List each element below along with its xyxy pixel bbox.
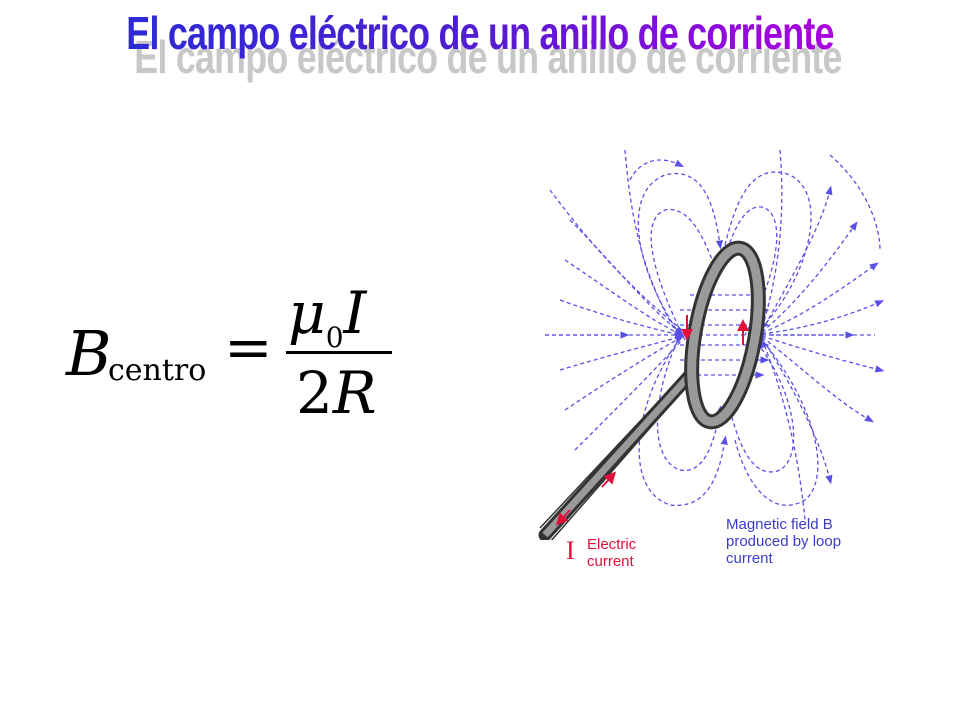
magnetic-field-label: Magnetic field B produced by loop curren… (726, 516, 842, 567)
formula-lhs-symbol: B (66, 317, 112, 390)
current-loop-diagram (538, 150, 885, 540)
slide-title-block: El campo eléctrico de un anillo de corri… (0, 6, 960, 96)
formula-current: I (343, 279, 367, 347)
b-center-formula: B centro = μ0I 2R (66, 279, 406, 435)
slide-title: El campo eléctrico de un anillo de corri… (106, 6, 855, 60)
formula-mu-subscript: 0 (325, 321, 344, 354)
formula-lhs-subscript: centro (108, 353, 207, 388)
formula-numerator: μ0I (288, 279, 366, 354)
formula-den-coeff: 2 (296, 359, 333, 427)
slide-title-shadow: El campo eléctrico de un anillo de corri… (114, 30, 863, 84)
current-symbol: I (566, 536, 575, 565)
electric-current-label: Electric current (587, 536, 637, 570)
formula-mu: μ (288, 279, 326, 347)
formula-radius: R (332, 359, 377, 427)
formula-fraction-bar (286, 351, 392, 354)
formula-equals: = (224, 313, 273, 381)
magnetic-field-lines (545, 150, 885, 521)
current-loop-wire (538, 240, 766, 540)
formula-denominator: 2R (296, 359, 377, 427)
current-direction-arrows (555, 315, 749, 526)
